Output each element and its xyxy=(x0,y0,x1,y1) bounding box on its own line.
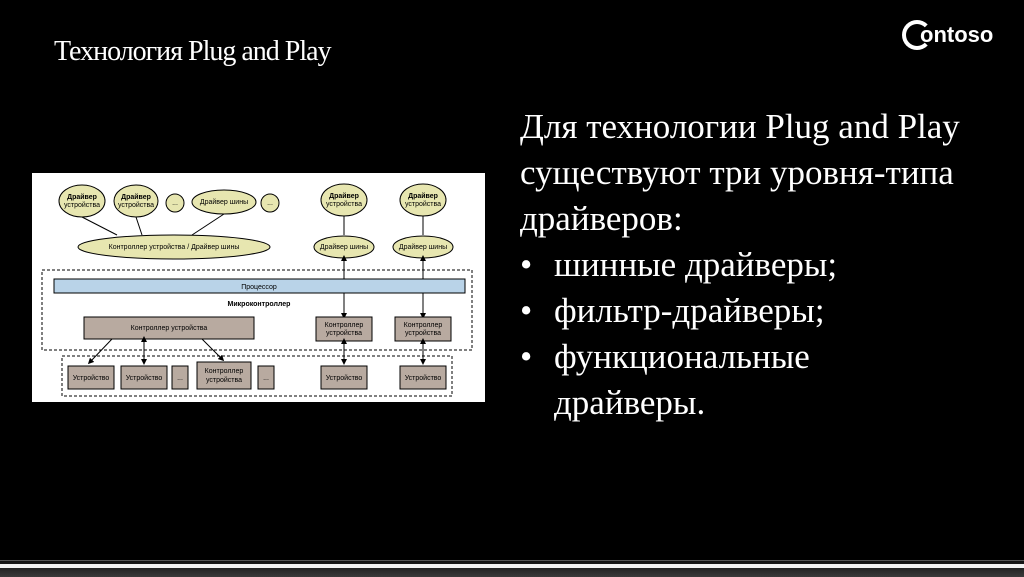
contoso-logo: ontoso xyxy=(902,18,1012,58)
ellipsis-ellipse-1 xyxy=(165,193,185,213)
controller-bus-ellipse xyxy=(77,234,271,260)
logo-text: ontoso xyxy=(920,22,994,47)
bottom-border xyxy=(0,560,1024,577)
device-1-label: Устройство xyxy=(73,374,110,382)
right-driver-2-line1: Драйвер xyxy=(408,192,438,200)
right-controller-box-2 xyxy=(394,316,452,342)
device-region xyxy=(61,355,453,397)
bullet-list: • шинные драйверы; • фильтр-драйверы; • … xyxy=(520,242,990,426)
right-controller-2-line1: Контроллер xyxy=(404,322,443,329)
device-4-label: Устройство xyxy=(405,374,442,382)
bullet-item: • шинные драйверы; xyxy=(520,242,990,288)
device-controller-label: Контроллер устройства xyxy=(131,324,208,332)
right-driver-1-line1: Драйвер xyxy=(329,192,359,200)
driver-ellipse-1-line2: устройства xyxy=(64,201,100,209)
driver-ellipse-2-line2: устройства xyxy=(118,201,154,209)
pnp-architecture-diagram: Драйвер устройства Драйвер устройства ..… xyxy=(32,173,485,402)
right-driver-2-line2: устройства xyxy=(405,200,441,208)
hardware-region xyxy=(41,269,473,351)
bullet-text: шинные драйверы; xyxy=(554,245,838,284)
controller-bus-label: Контроллер устройства / Драйвер шины xyxy=(109,243,240,251)
device-3-label: Устройство xyxy=(326,374,363,382)
device-box-4 xyxy=(399,365,447,390)
bullet-dot-icon: • xyxy=(520,291,533,330)
device-ellipsis-box-2 xyxy=(257,365,275,390)
device-controller-small-box xyxy=(196,361,252,390)
ellipsis-1: ... xyxy=(172,200,178,207)
ellipsis-2: ... xyxy=(267,200,273,207)
device-box-3 xyxy=(320,365,368,390)
device-ellipsis-1: ... xyxy=(177,375,183,382)
bullet-dot-icon: • xyxy=(520,337,533,376)
right-bus-1-label: Драйвер шины xyxy=(320,243,368,251)
bullet-dot-icon: • xyxy=(520,245,533,284)
microcontroller-label: Микроконтроллер xyxy=(228,301,291,308)
processor-bar xyxy=(53,278,466,294)
device-2-label: Устройство xyxy=(126,374,163,382)
logo-c-ring-icon xyxy=(902,20,932,50)
slide-title: Технология Plug and Play xyxy=(54,36,332,67)
device-controller-small-line1: Контроллер xyxy=(205,368,244,375)
device-ellipsis-2: ... xyxy=(263,375,269,382)
right-controller-box-1 xyxy=(315,316,373,342)
right-driver-ellipse-1 xyxy=(320,183,368,217)
intro-text: Для технологии Plug and Play существуют … xyxy=(520,107,960,238)
processor-label: Процессор xyxy=(241,284,277,291)
device-controller-small-line2: устройства xyxy=(206,376,242,384)
bullet-item: • функциональные драйверы. xyxy=(520,334,990,426)
device-controller-box xyxy=(83,316,255,340)
right-bus-2-label: Драйвер шины xyxy=(399,243,447,251)
right-controller-1-line2: устройства xyxy=(326,329,362,337)
diagram-svg: Драйвер устройства Драйвер устройства ..… xyxy=(41,183,473,397)
ellipsis-ellipse-2 xyxy=(260,193,280,213)
device-box-2 xyxy=(120,365,168,390)
driver-ellipse-1 xyxy=(58,184,106,218)
bus-driver-top-label: Драйвер шины xyxy=(200,198,248,206)
right-controller-2-line2: устройства xyxy=(405,329,441,337)
bullet-item: • фильтр-драйверы; xyxy=(520,288,990,334)
driver-ellipse-1-line1: Драйвер xyxy=(67,193,97,201)
right-driver-1-line2: устройства xyxy=(326,200,362,208)
driver-ellipse-2 xyxy=(113,184,159,218)
device-ellipsis-box-1 xyxy=(171,365,189,390)
right-controller-1-line1: Контроллер xyxy=(325,322,364,329)
slide-body: Для технологии Plug and Play существуют … xyxy=(520,104,990,426)
driver-ellipse-2-line1: Драйвер xyxy=(121,193,151,201)
right-driver-ellipse-2 xyxy=(399,183,447,217)
bullet-text: функциональные драйверы. xyxy=(554,337,810,422)
device-box-1 xyxy=(67,365,115,390)
bullet-text: фильтр-драйверы; xyxy=(554,291,825,330)
